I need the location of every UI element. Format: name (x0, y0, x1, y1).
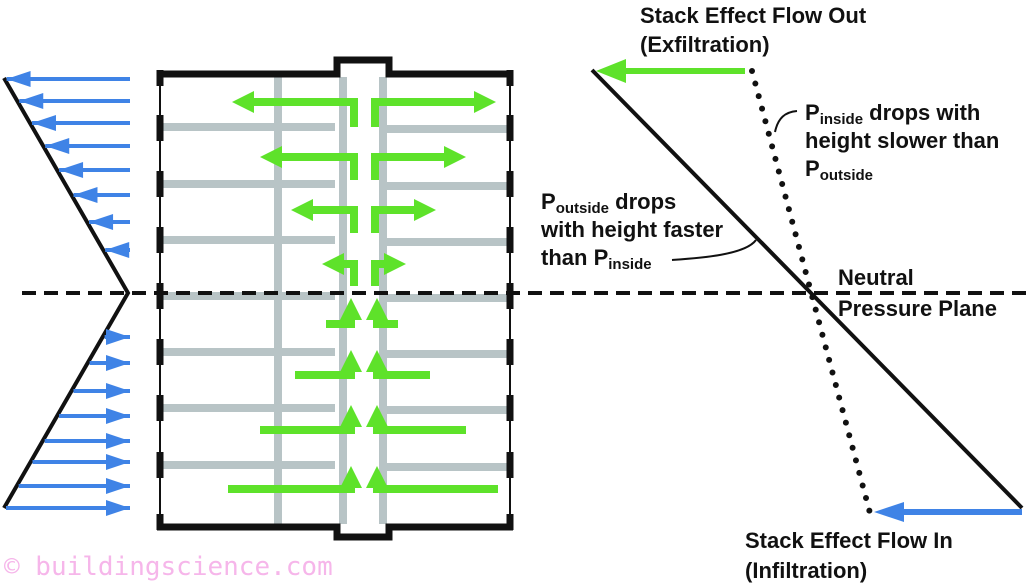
copyright-watermark: © buildingscience.com (4, 552, 333, 582)
pressure-gradient-graph (590, 59, 1024, 522)
exterior-inflow-arrow-head (19, 93, 44, 109)
inside-pressure-note-line2: height slower than (805, 128, 999, 153)
exterior-outflow-arrow-head (106, 383, 130, 399)
p-letter: P (541, 189, 556, 214)
outside-subscript: outside (820, 167, 873, 184)
building-roof (157, 56, 513, 78)
neutral-plane-label-line2: Pressure Plane (838, 296, 997, 321)
infiltration-flow-arrow-left-up-head (340, 350, 362, 372)
inside-subscript: inside (820, 111, 863, 128)
interior-stack-flow-arrows (228, 91, 498, 493)
exterior-outflow-arrow-head (106, 454, 130, 470)
infiltration-flow-arrow-right-up-head (366, 350, 388, 372)
inside-note-text: drops with (863, 100, 980, 125)
exterior-inflow-arrow-head (6, 71, 31, 87)
exterior-outflow-arrow-head (106, 500, 130, 516)
infiltration-flow-arrow-right-up-head (366, 466, 388, 488)
building-floor-structure (162, 77, 508, 524)
exfiltration-flow-arrow-right-head (414, 199, 436, 221)
exterior-inflow-arrow-head (59, 162, 84, 178)
inside-pressure-note-line1: Pinside drops with (805, 100, 980, 128)
exfiltration-flow-arrow-right-head (384, 253, 406, 275)
inside-callout-leader (774, 110, 798, 133)
outside-callout-leader (671, 239, 757, 261)
inside-pressure-note-line3: Poutside (805, 156, 873, 184)
exfiltration-flow-arrow-left-head (322, 253, 344, 275)
outside-pressure-line (590, 68, 1024, 510)
flow-out-title: Stack Effect Flow Out (640, 3, 867, 28)
exfiltration-flow-arrow-right-head (474, 91, 496, 113)
exterior-inflow-arrow-head (73, 187, 98, 203)
outside-subscript: outside (556, 200, 609, 217)
infiltration-flow-arrow-right-up-head (366, 298, 388, 320)
wall-openings (156, 115, 514, 478)
p-letter: P (805, 156, 820, 181)
outside-pressure-profile-line (2, 77, 131, 509)
building-base (157, 523, 513, 541)
outside-note-than: than (541, 245, 594, 270)
exterior-inflow-arrow-head (45, 138, 70, 154)
exfiltration-arrow-head (596, 59, 626, 83)
p-letter: P (805, 100, 820, 125)
inside-subscript: inside (608, 256, 651, 273)
outside-pressure-note-line3: than Pinside (541, 245, 652, 273)
infiltration-flow-arrow-right-up-head (366, 405, 388, 427)
exterior-pressure-arrows (6, 71, 130, 516)
building-section (156, 56, 514, 541)
infiltration-flow-arrow-left-up-head (340, 405, 362, 427)
exfiltration-flow-arrow-left-head (260, 146, 282, 168)
exterior-outflow-arrow-head (106, 355, 130, 371)
exterior-outflow-arrow-head (106, 433, 130, 449)
exterior-outflow-arrow-head (106, 478, 130, 494)
outside-pressure-note-line2: with height faster (540, 217, 724, 242)
infiltration-flow-arrow-left-up-head (340, 298, 362, 320)
flow-out-subtitle: (Exfiltration) (640, 32, 770, 57)
neutral-plane-label-line1: Neutral (838, 265, 914, 290)
exfiltration-flow-arrow-left-head (291, 199, 313, 221)
exterior-outflow-arrow-head (106, 329, 130, 345)
flow-in-subtitle: (Infiltration) (745, 558, 867, 583)
exterior-outflow-arrow-head (106, 408, 130, 424)
outside-note-text: drops (609, 189, 676, 214)
outside-pressure-note-line1: Poutside drops (541, 189, 676, 217)
inside-pressure-line (749, 68, 873, 516)
exfiltration-flow-arrow-left-head (232, 91, 254, 113)
flow-in-title: Stack Effect Flow In (745, 528, 953, 553)
p-letter: P (594, 245, 609, 270)
exfiltration-flow-arrow-right-head (444, 146, 466, 168)
left-pressure-profile (2, 71, 131, 516)
infiltration-flow-arrow-left-up-head (340, 466, 362, 488)
exterior-inflow-arrow-head (31, 115, 56, 131)
exterior-inflow-arrow-head (105, 242, 130, 258)
exterior-inflow-arrow-head (89, 214, 114, 230)
infiltration-arrow-head (874, 502, 904, 522)
